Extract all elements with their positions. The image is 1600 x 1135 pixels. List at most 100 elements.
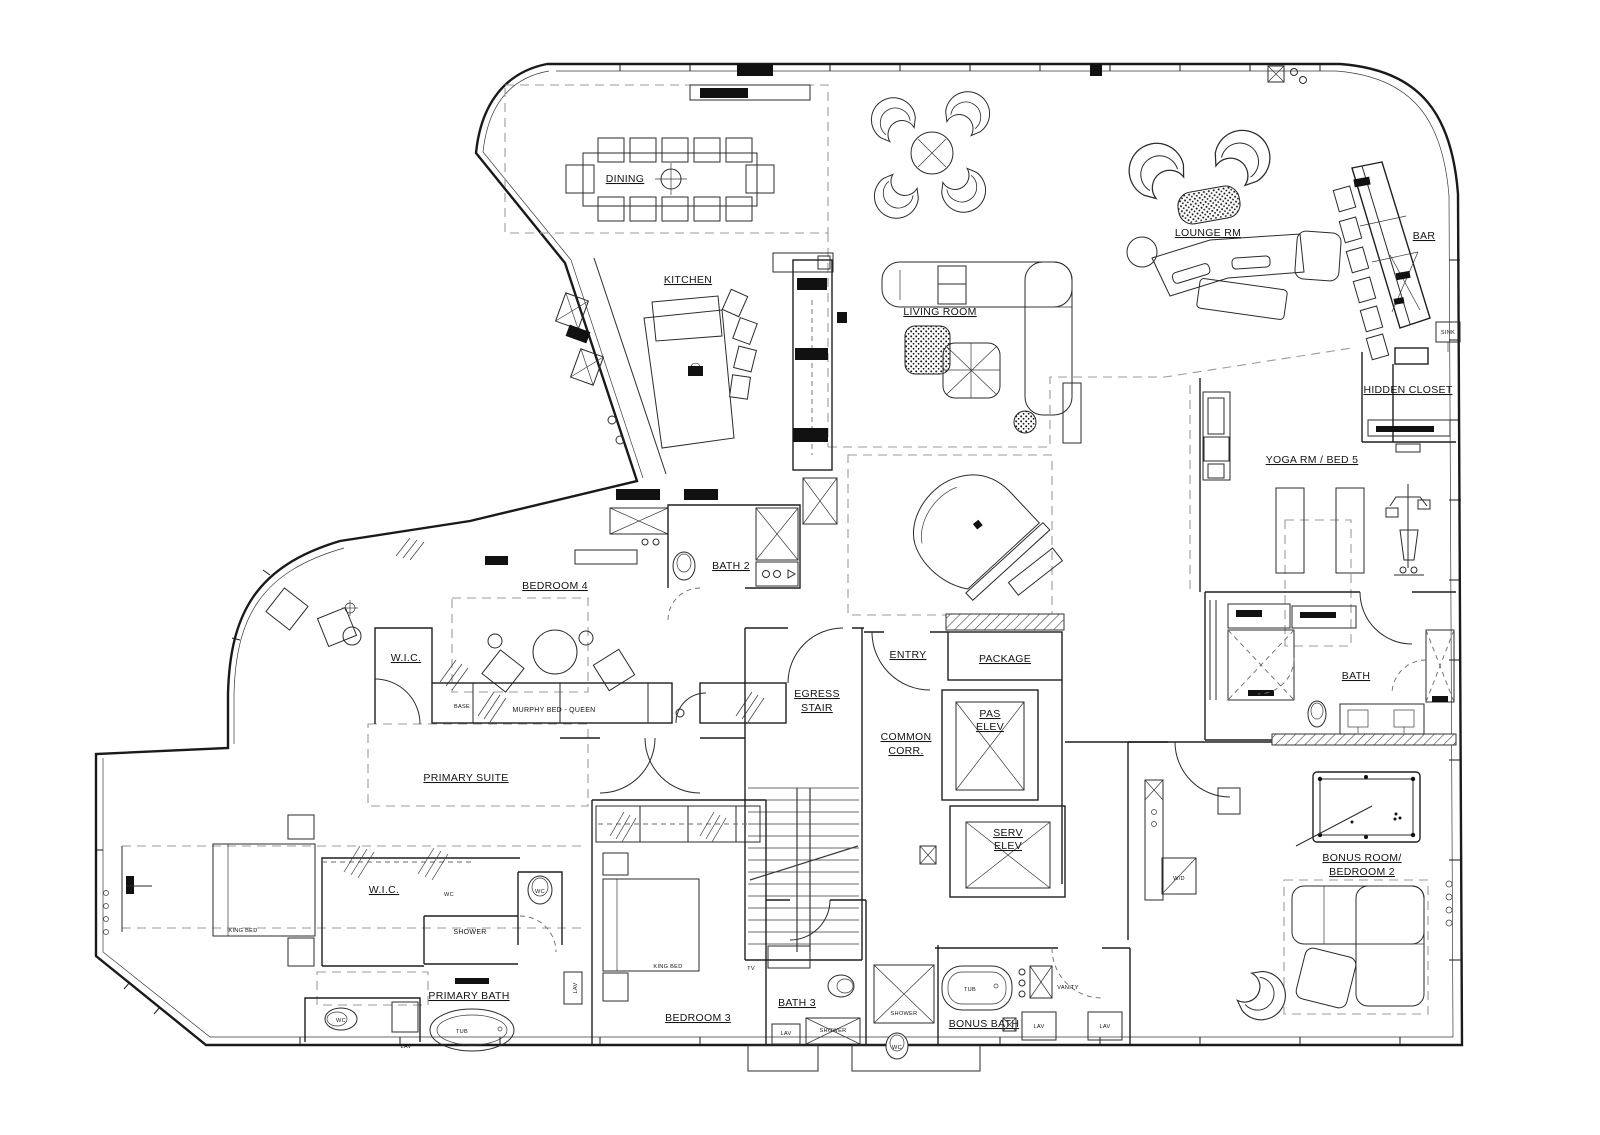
nightstand bbox=[287, 937, 315, 967]
toilet bbox=[324, 1007, 358, 1031]
dining-label: DINING bbox=[606, 173, 645, 185]
door-threshold bbox=[684, 489, 718, 500]
primary-suite-label: PRIMARY SUITE bbox=[423, 772, 508, 784]
vanity-counter bbox=[767, 945, 811, 969]
toilet bbox=[672, 551, 696, 581]
shower-stall bbox=[1227, 629, 1295, 701]
murphy-bed-label: MURPHY BED - QUEEN bbox=[512, 707, 595, 714]
shower-stall bbox=[873, 964, 935, 1024]
wic-bed4-label: W.I.C. bbox=[391, 652, 421, 664]
primary-suite-area: KING BED bbox=[103, 814, 316, 967]
building-shell bbox=[94, 62, 1464, 1072]
package-label: PACKAGE bbox=[979, 653, 1031, 665]
living-room-label: LIVING ROOM bbox=[903, 306, 976, 318]
bonus-tub bbox=[941, 965, 1013, 1011]
kitchen-island bbox=[643, 309, 735, 449]
bath3-label: BATH 3 bbox=[778, 997, 816, 1009]
kitchen-area: KITCHEN bbox=[554, 252, 847, 535]
wc-label: WC bbox=[336, 1018, 346, 1024]
king-bed-label: KING BED bbox=[228, 928, 257, 934]
sink-label: SINK bbox=[1441, 330, 1455, 336]
toilet bbox=[827, 974, 855, 998]
door-threshold bbox=[737, 64, 773, 76]
shower-stall bbox=[805, 1017, 861, 1045]
vanity-label: VANITY bbox=[1057, 985, 1079, 991]
primary-tub bbox=[429, 1008, 515, 1052]
bar-area: BAR SINK bbox=[1332, 161, 1461, 442]
round-table bbox=[532, 629, 578, 675]
base-cabinet-label: BASE bbox=[454, 704, 470, 710]
kitchen-tall-cabinets bbox=[792, 259, 833, 471]
tub-label: TUB bbox=[456, 1029, 468, 1035]
pas-elev-label-2: ELEV bbox=[976, 721, 1004, 733]
bar-label: BAR bbox=[1413, 230, 1436, 242]
hidden-closet-area: HIDDEN CLOSET bbox=[1361, 352, 1456, 453]
kitchen-oven bbox=[802, 477, 838, 525]
game-table-set bbox=[862, 83, 999, 227]
closet-hatch bbox=[439, 659, 469, 691]
wic-primary-label: W.I.C. bbox=[369, 884, 399, 896]
side-table bbox=[1126, 236, 1158, 268]
bath2-label: BATH 2 bbox=[712, 560, 750, 572]
entry-label: ENTRY bbox=[890, 649, 927, 661]
shower-wc-block: SHOWER WC bbox=[873, 945, 939, 1060]
kitchen-label: KITCHEN bbox=[664, 274, 712, 286]
bonus-room-label-2: BEDROOM 2 bbox=[1329, 866, 1395, 878]
sofa-horizontal bbox=[881, 261, 1073, 308]
lounge-area: LOUNGE RM bbox=[1117, 119, 1342, 320]
laundry-area: W/D bbox=[1065, 741, 1272, 940]
entry-mat bbox=[700, 88, 748, 98]
tall-cabinet bbox=[1144, 779, 1164, 901]
yoga-mat bbox=[1275, 487, 1305, 574]
tv-icon bbox=[1376, 426, 1434, 432]
bar-counter bbox=[1351, 161, 1431, 329]
demising-wall-hatch bbox=[1271, 733, 1457, 746]
closet-row bbox=[595, 805, 761, 843]
lav-label: LAV bbox=[1033, 1024, 1044, 1030]
bay-chair bbox=[316, 606, 358, 648]
bedroom-3-area: KING BED BEDROOM 3 TV bbox=[591, 799, 767, 1045]
serv-elev-label-2: ELEV bbox=[994, 840, 1022, 852]
egress-stair-label-1: EGRESS bbox=[794, 688, 840, 700]
king-bed bbox=[212, 843, 316, 937]
nightstand bbox=[602, 852, 629, 876]
lav-label: LAV bbox=[780, 1031, 791, 1037]
sofa-console bbox=[937, 265, 967, 305]
king-bed bbox=[602, 878, 700, 972]
lav-counter bbox=[391, 1001, 419, 1033]
shower-label: SHOWER bbox=[820, 1028, 847, 1034]
pas-elev-label-1: PAS bbox=[979, 708, 1000, 720]
package-room bbox=[947, 631, 1063, 681]
lounge-sofa bbox=[1151, 233, 1305, 297]
toilet bbox=[527, 875, 553, 905]
yoga-cabinet bbox=[1202, 391, 1231, 481]
target-mark bbox=[342, 600, 358, 616]
bedroom3-label: BEDROOM 3 bbox=[665, 1012, 731, 1024]
lav-label: LAV bbox=[573, 982, 579, 993]
chair bbox=[592, 648, 636, 692]
hall-walls bbox=[560, 737, 745, 794]
shower-stall bbox=[755, 507, 799, 561]
tv-label: TV bbox=[747, 966, 755, 972]
egress-stair-label-2: STAIR bbox=[801, 702, 833, 714]
dining-area: DINING bbox=[565, 137, 775, 222]
ottoman bbox=[1295, 947, 1357, 1009]
common-corr-label-2: CORR. bbox=[888, 745, 923, 757]
shower-label: SHOWER bbox=[891, 1011, 918, 1017]
hidden-closet-label: HIDDEN CLOSET bbox=[1363, 384, 1452, 396]
lounge-label: LOUNGE RM bbox=[1175, 227, 1241, 239]
bonus-room-area: BONUS ROOM/ BEDROOM 2 bbox=[1232, 771, 1453, 1029]
window-mullion-ticks bbox=[96, 64, 1462, 1045]
lounge-chaise bbox=[1196, 278, 1288, 320]
wd-label: W/D bbox=[1173, 876, 1185, 882]
pouf bbox=[1013, 410, 1037, 434]
washer-dryer bbox=[1161, 857, 1197, 895]
murphy-bed-cabinet bbox=[431, 682, 673, 724]
tub-label: TUB bbox=[964, 987, 976, 993]
nightstand bbox=[287, 814, 315, 840]
living-room-area: LIVING ROOM bbox=[881, 261, 1082, 444]
bedroom4-label: BEDROOM 4 bbox=[522, 580, 588, 592]
common-corr-label-1: COMMON bbox=[881, 731, 932, 743]
